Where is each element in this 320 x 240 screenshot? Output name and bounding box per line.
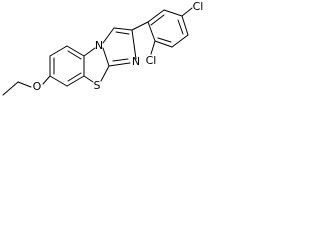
phenyl-bond-2 (163, 9, 183, 17)
atom-label-layer: N S O N Cl Cl (33, 0, 204, 93)
c6-n2-bond (131, 29, 137, 60)
n2-c9a-bond (108, 62, 131, 67)
ortho-chlorine-bond (150, 40, 156, 55)
benzene-bond-3 (66, 45, 85, 57)
n-c9a-bond (102, 47, 110, 67)
c3a-n-bond (83, 47, 96, 57)
benzene-bond-6 (49, 75, 68, 87)
para-chlorine-label: Cl (193, 0, 204, 13)
para-chlorine-bond (181, 7, 193, 17)
benzene-double-2 (67, 50, 82, 60)
ethyl-ch2-o-bond (17, 81, 32, 88)
c5-c6-bond (113, 27, 133, 31)
ortho-chlorine-label: Cl (146, 54, 157, 67)
sulfur-label: S (94, 79, 101, 92)
phenyl-bond-1 (147, 9, 165, 23)
phenyl-bond-6 (147, 21, 156, 42)
n2-c9a-double (112, 58, 129, 62)
phenyl-double-1 (150, 14, 165, 26)
s-c7a-bond (83, 75, 94, 83)
chemical-structure-diagram: N S O N Cl Cl (2, 0, 204, 96)
c9a-s-bond (100, 65, 110, 82)
benzene-bond-5 (66, 75, 85, 87)
o-aryl-bond (42, 75, 51, 85)
phenyl-bond-3 (181, 15, 189, 36)
imidazole-phenyl-bond (131, 21, 149, 31)
phenyl-double-3 (157, 37, 172, 43)
c5-c6-double (115, 31, 130, 35)
oxygen-label: O (33, 80, 42, 93)
phenyl-bond-5 (154, 40, 173, 48)
bond-layer (2, 7, 193, 96)
phenyl-bond-4 (171, 34, 189, 48)
phenyl-double-2 (177, 19, 184, 35)
n-c5-bond (102, 27, 115, 44)
imidazole-nitrogen-label: N (132, 55, 140, 68)
ring-nitrogen-label: N (95, 39, 103, 52)
benzene-bond-2 (49, 45, 68, 57)
ethyl-ch3-ch2-bond (2, 81, 19, 96)
benzene-double-3 (67, 72, 82, 82)
